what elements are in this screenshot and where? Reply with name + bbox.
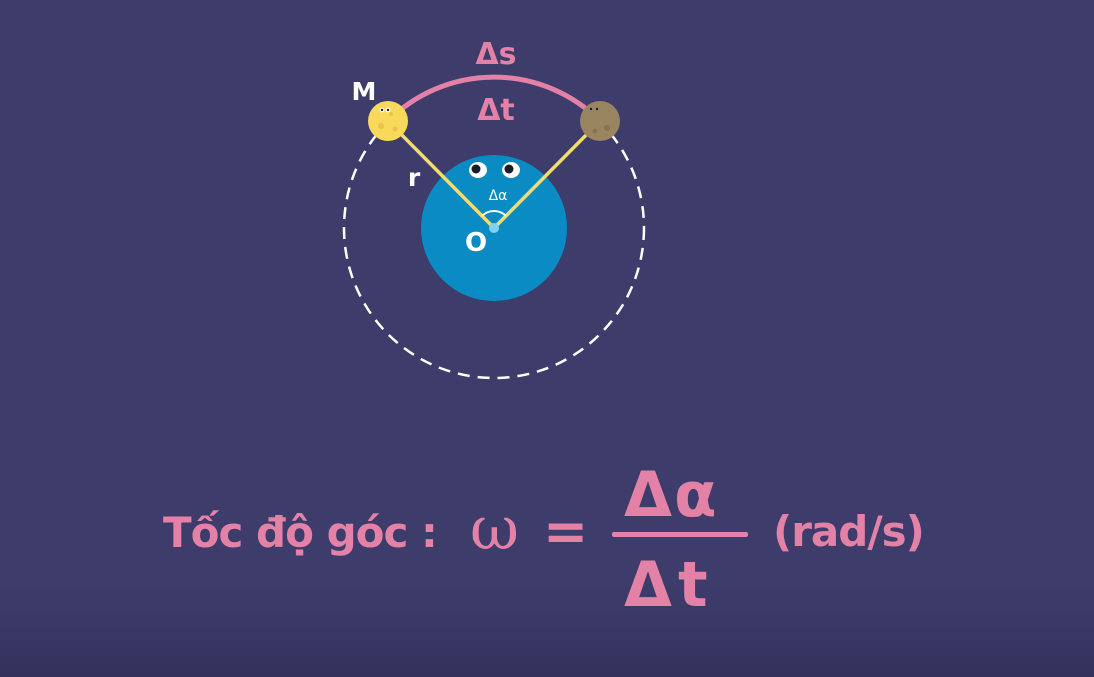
- fraction-numerator: Δα: [624, 458, 719, 531]
- radius-line-start: [386, 119, 496, 230]
- center-point: [489, 223, 499, 233]
- eye-icon: [502, 162, 520, 178]
- fraction-denominator: Δt: [624, 548, 714, 621]
- angle-label: Δα: [489, 188, 508, 204]
- radius-line-end: [492, 119, 602, 230]
- moon-icon-start: [368, 101, 408, 141]
- moon-icon-end: [580, 101, 620, 141]
- fraction-bar: [612, 532, 748, 537]
- arc-label-bottom: Δt: [477, 93, 515, 128]
- omega-symbol: ω: [470, 494, 519, 564]
- equals-sign: =: [543, 500, 589, 563]
- eye-icon: [469, 162, 487, 178]
- formula-label: Tốc độ góc :: [163, 508, 438, 557]
- arc-length: [385, 74, 603, 124]
- unit-label: (rad/s): [773, 507, 925, 556]
- arc-label-top: Δs: [475, 37, 516, 72]
- angle-arc: [481, 210, 507, 217]
- center-label: O: [465, 228, 487, 258]
- point-label: M: [352, 77, 377, 106]
- radius-label: r: [408, 163, 421, 192]
